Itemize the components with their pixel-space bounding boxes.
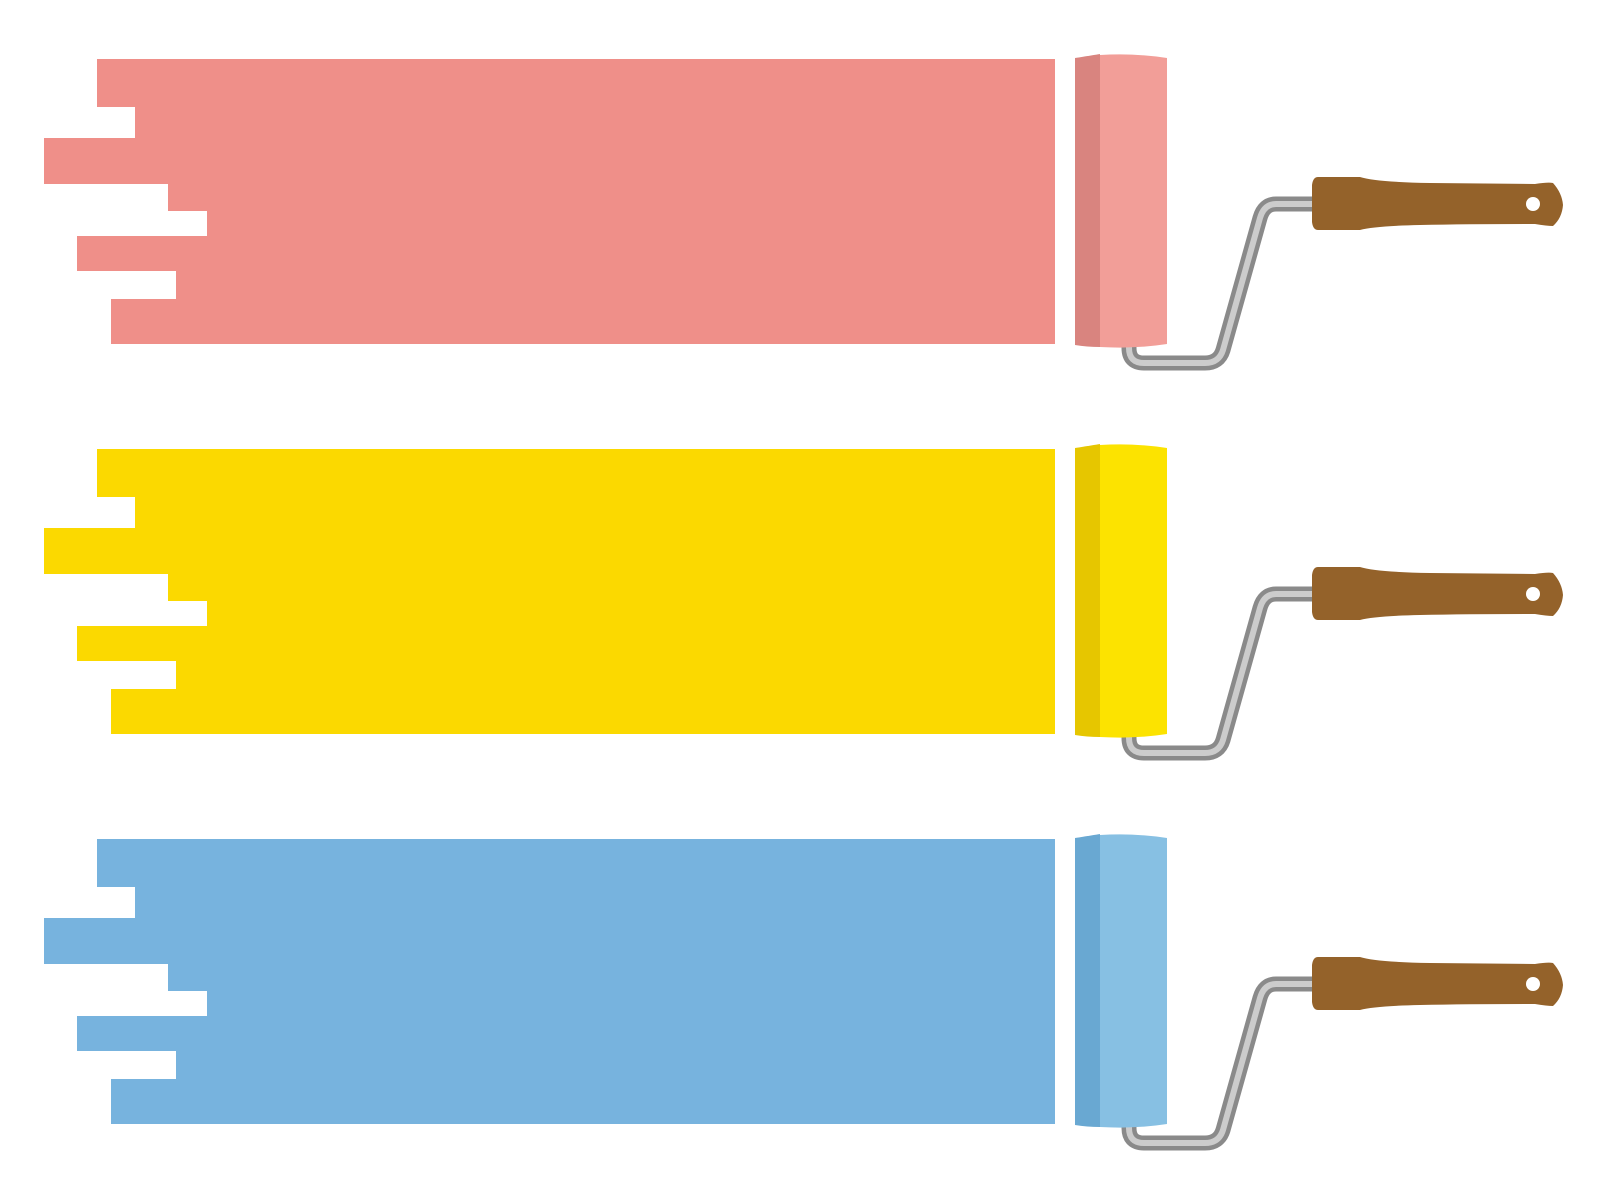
roller-yellow — [44, 444, 1563, 761]
roller-frame — [1121, 976, 1326, 1151]
hang-hole-icon — [1526, 977, 1540, 991]
roller-handle — [1312, 567, 1563, 620]
paint-stroke — [44, 59, 1055, 344]
roller-handle — [1312, 957, 1563, 1010]
paint-stroke — [44, 449, 1055, 734]
roller-pink — [44, 54, 1563, 371]
roller-handle — [1312, 177, 1563, 230]
hang-hole-icon — [1526, 197, 1540, 211]
roller-frame — [1121, 586, 1326, 761]
roller-cylinder — [1075, 54, 1167, 348]
paint-stroke — [44, 839, 1055, 1124]
roller-cylinder — [1075, 834, 1167, 1128]
rollers — [44, 54, 1563, 1151]
roller-blue — [44, 834, 1563, 1151]
hang-hole-icon — [1526, 587, 1540, 601]
roller-frame — [1121, 196, 1326, 371]
roller-cylinder — [1075, 444, 1167, 738]
